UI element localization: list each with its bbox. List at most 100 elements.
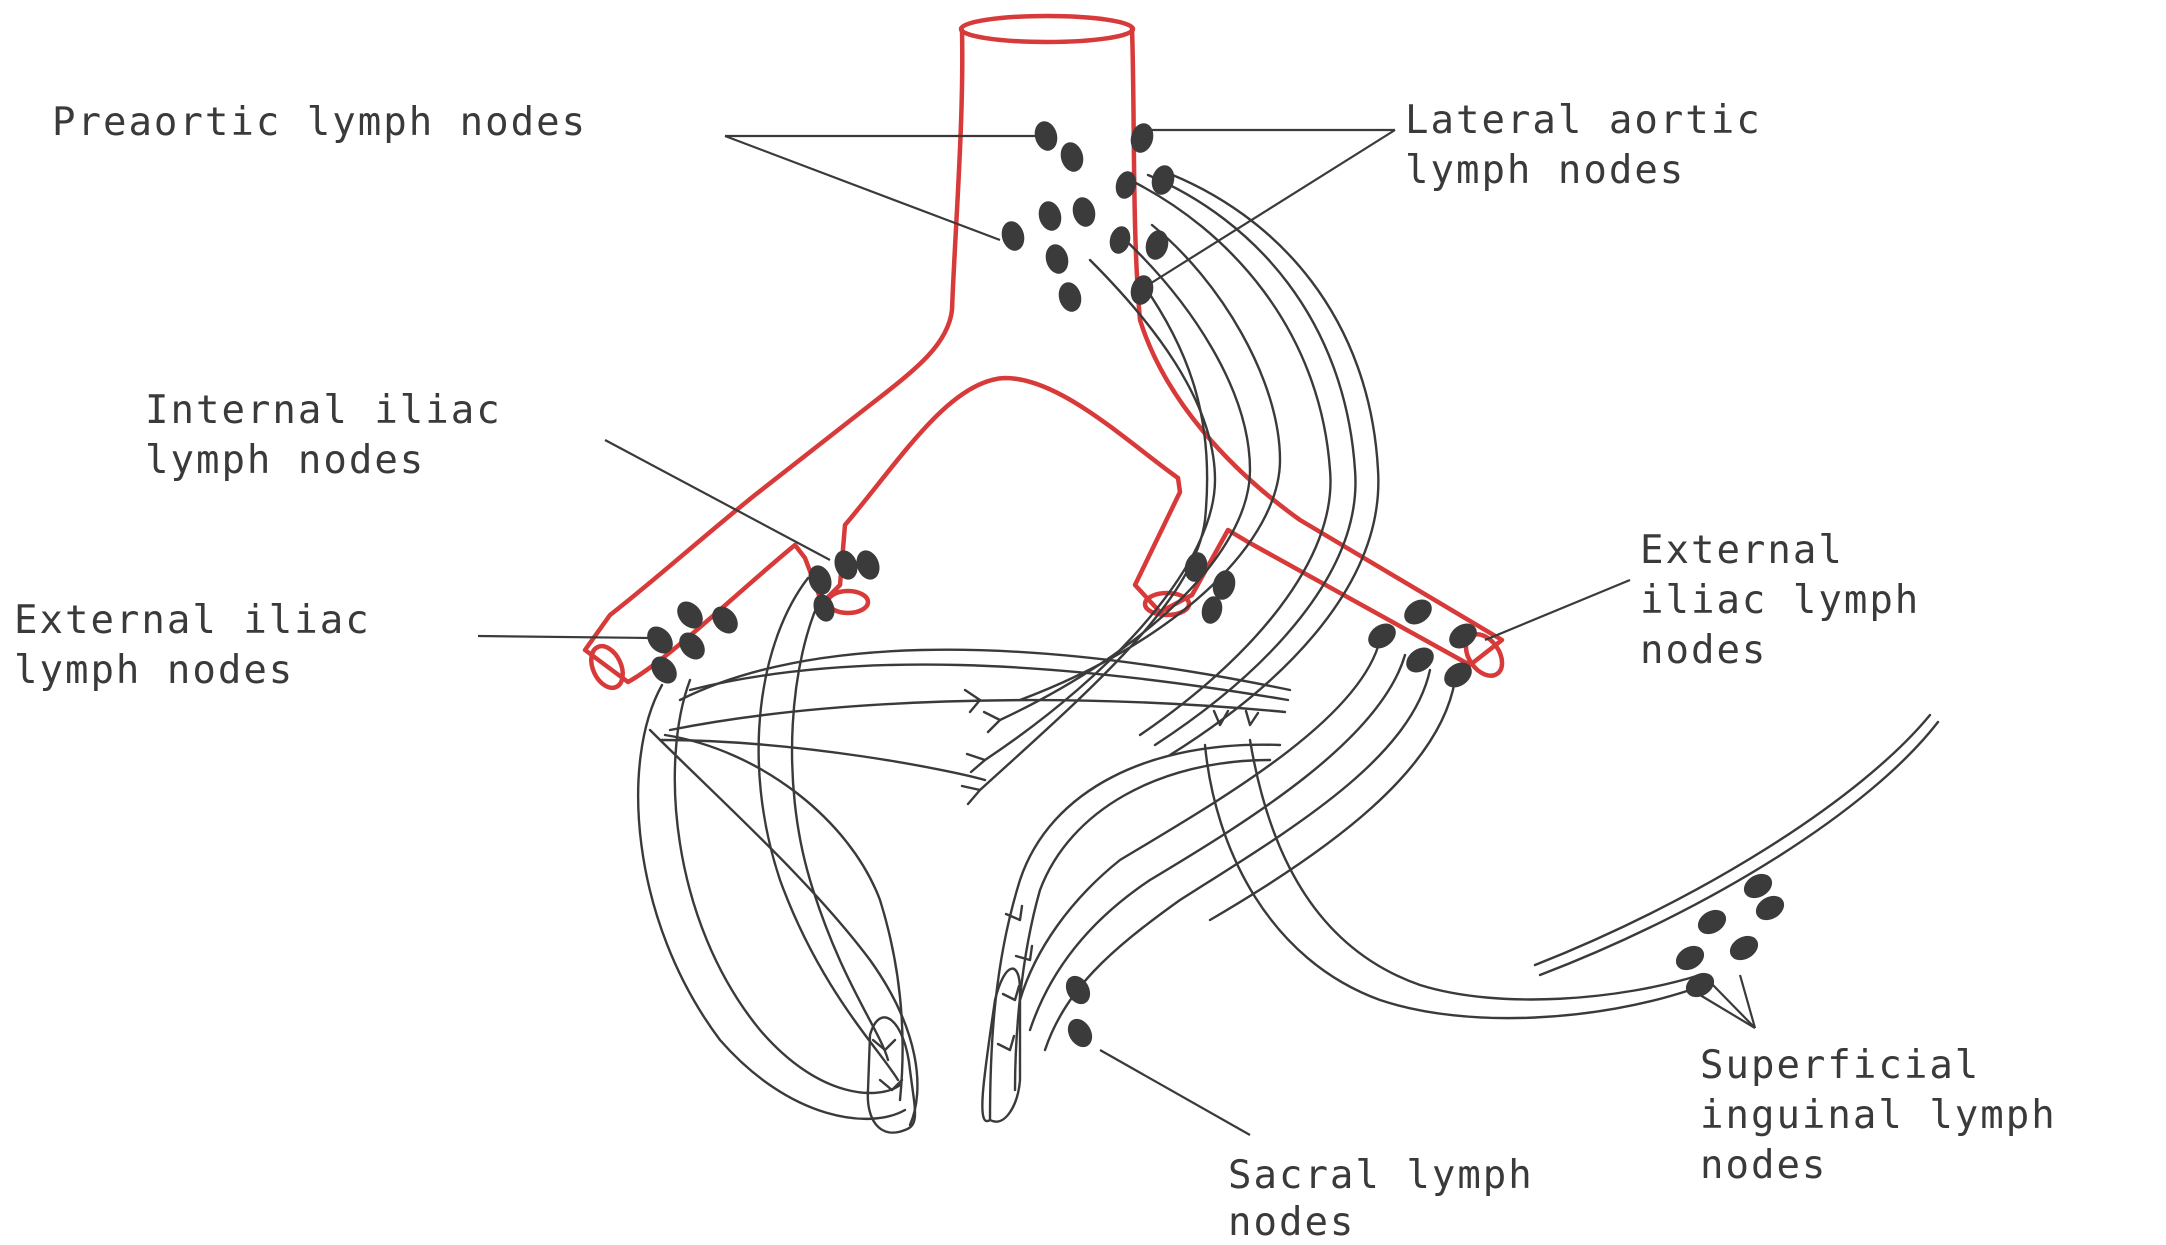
- lymph-node: [1130, 123, 1154, 153]
- lymph-node: [1151, 165, 1175, 195]
- leader-lines: [477, 128, 1757, 1136]
- label-external-iliac-left-line2: lymph nodes: [14, 648, 294, 693]
- lymph-node: [1212, 570, 1236, 600]
- lymph-node: [813, 594, 835, 622]
- lymph-node: [1201, 596, 1223, 624]
- lymph-vessels: [637, 168, 1940, 1134]
- lymph-node: [1406, 647, 1434, 673]
- lymph-node: [1449, 623, 1477, 649]
- lymph-node: [1729, 935, 1759, 961]
- lymph-node: [1060, 142, 1084, 172]
- lymph-vessel: [648, 728, 919, 1127]
- lymph-vessel: [1158, 168, 1380, 757]
- label-internal-iliac-line2: lymph nodes: [145, 438, 425, 483]
- lymph-node: [1145, 230, 1169, 260]
- lymph-node: [1065, 975, 1091, 1005]
- lymph-node: [834, 550, 858, 580]
- lymph-vessel: [668, 698, 1287, 732]
- lymph-node: [1368, 623, 1396, 649]
- lymph-vessel: [988, 743, 1282, 1122]
- preaortic-lymph-nodes: [1001, 121, 1096, 312]
- lymph-node: [1444, 662, 1472, 688]
- label-external-iliac-right-line2: iliac lymph: [1640, 578, 1920, 623]
- superficial-inguinal-lymph-nodes: [1675, 873, 1785, 998]
- aorta-bifurcation-outline: [582, 25, 1505, 685]
- label-sacral-lymph-nodes-line2: nodes: [1228, 1200, 1355, 1245]
- lymph-node: [712, 606, 738, 634]
- lymph-node: [1755, 895, 1785, 921]
- lymph-node: [1038, 201, 1062, 231]
- lymph-vessel: [673, 678, 902, 1095]
- label-lateral-aortic-line1: Lateral aortic: [1405, 98, 1762, 143]
- lymph-vessel: [983, 258, 1217, 762]
- lymph-node: [1404, 599, 1432, 625]
- aorta-top-opening: [958, 13, 1136, 45]
- lymph-vessel: [1208, 678, 1457, 922]
- lymph-node: [1045, 244, 1069, 274]
- lymph-vessel: [1018, 223, 1282, 702]
- label-superficial-inguinal-line2: inguinal lymph: [1700, 1093, 2057, 1138]
- lymph-vessel: [1146, 173, 1357, 747]
- inguinal-ligament: [1533, 713, 1932, 967]
- lymph-vessel: [688, 663, 1290, 702]
- label-preaortic-lymph-nodes: Preaortic lymph nodes: [52, 100, 587, 145]
- lymph-vessel: [978, 278, 1209, 792]
- lateral-aortic-lymph-nodes: [1109, 123, 1175, 305]
- lymph-node: [1034, 121, 1058, 151]
- leader-line: [1738, 974, 1757, 1029]
- lymph-node: [1115, 171, 1137, 199]
- lymph-node: [1072, 197, 1096, 227]
- lymph-node: [651, 656, 677, 684]
- lymph-vessel: [658, 738, 987, 782]
- lymph-vessel: [1028, 653, 1407, 1032]
- label-external-iliac-left-line1: External iliac: [14, 598, 371, 643]
- lymph-vessel: [1203, 743, 1692, 1020]
- leader-line: [604, 439, 831, 561]
- label-sacral-lymph-nodes-line1: Sacral lymph: [1228, 1153, 1534, 1198]
- right-internal-iliac-opening: [1142, 590, 1192, 618]
- lymph-node: [856, 550, 880, 580]
- left-external-iliac-opening: [589, 643, 625, 691]
- lymph-node: [1743, 873, 1773, 899]
- label-external-iliac-right-line1: External: [1640, 528, 1844, 573]
- lymph-node: [1184, 552, 1208, 582]
- leader-line: [1484, 578, 1631, 642]
- label-superficial-inguinal-line3: nodes: [1700, 1143, 1827, 1188]
- leader-line: [1709, 981, 1756, 1029]
- leader-line: [1699, 994, 1756, 1029]
- lymph-vessel: [1043, 668, 1432, 1052]
- label-external-iliac-right-line3: nodes: [1640, 628, 1767, 673]
- lymph-vessel: [678, 648, 1292, 702]
- lymph-node: [677, 601, 703, 629]
- lymph-vessel: [1013, 758, 1272, 1092]
- leader-line: [1099, 1049, 1251, 1136]
- external-iliac-lymph-nodes-right: [1368, 599, 1477, 688]
- lymph-node: [679, 632, 705, 660]
- left-organ-outline: [866, 1016, 917, 1134]
- lymph-vessel: [757, 576, 900, 1082]
- lymph-vessel: [790, 593, 890, 1062]
- lymph-node: [1130, 275, 1154, 305]
- lymph-node: [1001, 221, 1025, 251]
- lymph-node: [1685, 972, 1715, 998]
- sacral-lymph-nodes: [1065, 975, 1093, 1048]
- label-internal-iliac-line1: Internal iliac: [145, 388, 502, 433]
- leader-line: [477, 634, 651, 640]
- lymph-vessel: [637, 683, 907, 1120]
- lymph-node: [1697, 909, 1727, 935]
- lymph-node: [1109, 226, 1131, 254]
- internal-iliac-lymph-nodes: [808, 550, 1236, 624]
- label-superficial-inguinal-line1: Superficial: [1700, 1043, 1980, 1088]
- lymph-vessel: [1018, 638, 1382, 1002]
- lymph-node: [1067, 1018, 1093, 1048]
- lymph-node: [808, 565, 832, 595]
- aorta-and-iliac-arteries: [582, 13, 1505, 691]
- label-lateral-aortic-line2: lymph nodes: [1405, 148, 1685, 193]
- lymph-node: [647, 626, 673, 654]
- leader-line: [1139, 129, 1396, 291]
- labels: Preaortic lymph nodes Lateral aortic lym…: [14, 98, 2057, 1245]
- lymph-vessel: [998, 233, 1252, 722]
- right-organ-outline: [981, 967, 1022, 1123]
- lymph-node: [1058, 282, 1082, 312]
